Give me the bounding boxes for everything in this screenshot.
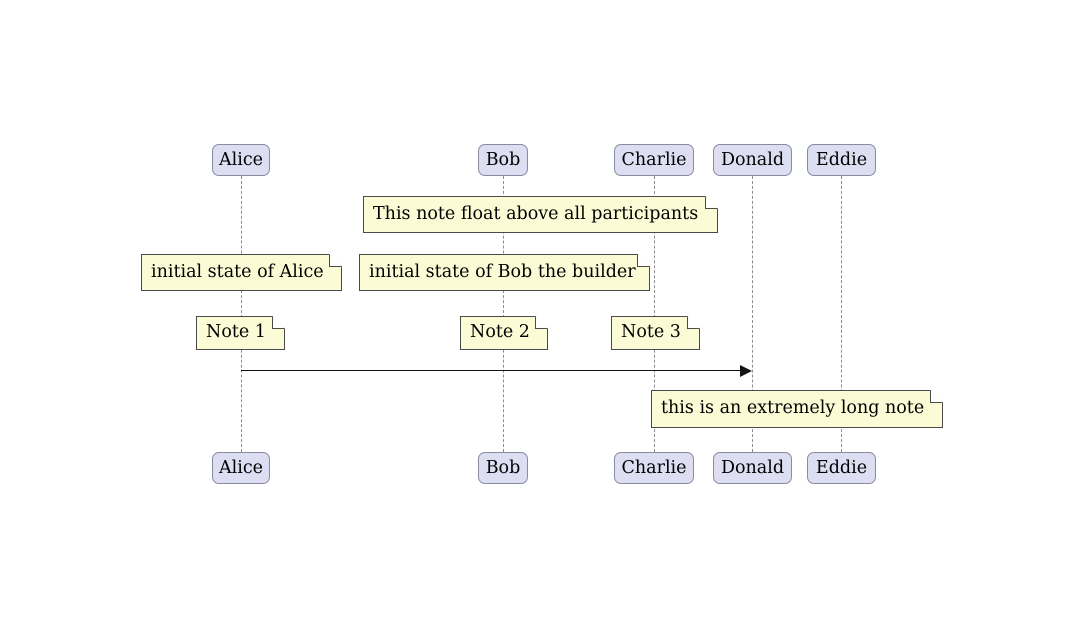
- note-initial-alice[interactable]: initial state of Alice: [141, 253, 343, 291]
- lifeline-donald: [752, 176, 753, 452]
- participant-eddie-bottom[interactable]: Eddie: [807, 452, 876, 484]
- participant-label: Donald: [720, 458, 785, 478]
- participant-label: Charlie: [621, 458, 687, 478]
- participant-label: Bob: [485, 150, 521, 170]
- participant-charlie-top[interactable]: Charlie: [614, 144, 694, 176]
- participant-alice-bottom[interactable]: Alice: [212, 452, 270, 484]
- lifeline-eddie: [841, 176, 842, 452]
- participant-label: Donald: [720, 150, 785, 170]
- participant-label: Bob: [485, 458, 521, 478]
- participant-label: Eddie: [815, 458, 868, 478]
- note-initial-bob[interactable]: initial state of Bob the builder: [359, 253, 651, 291]
- lifeline-bob: [503, 176, 504, 452]
- participant-bob-bottom[interactable]: Bob: [478, 452, 528, 484]
- participant-eddie-top[interactable]: Eddie: [807, 144, 876, 176]
- note-text: Note 1: [206, 322, 266, 343]
- participant-label: Alice: [219, 458, 263, 478]
- note-text: initial state of Bob the builder: [369, 261, 636, 282]
- participant-bob-top[interactable]: Bob: [478, 144, 528, 176]
- note-1[interactable]: Note 1: [196, 315, 286, 350]
- note-text: Note 3: [621, 322, 681, 343]
- note-text: Note 2: [470, 322, 530, 343]
- participant-label: Charlie: [621, 150, 687, 170]
- note-3[interactable]: Note 3: [611, 315, 701, 350]
- participant-donald-top[interactable]: Donald: [713, 144, 792, 176]
- lifeline-alice: [241, 176, 242, 452]
- lifeline-charlie: [654, 176, 655, 452]
- participant-label: Alice: [219, 150, 263, 170]
- note-float-all[interactable]: This note float above all participants: [363, 195, 719, 233]
- participant-charlie-bottom[interactable]: Charlie: [614, 452, 694, 484]
- note-text: this is an extremely long note: [661, 398, 925, 419]
- note-2[interactable]: Note 2: [460, 315, 549, 350]
- note-text: This note float above all participants: [373, 203, 699, 224]
- participant-label: Eddie: [815, 150, 868, 170]
- participant-donald-bottom[interactable]: Donald: [713, 452, 792, 484]
- message-line-alice-to-donald[interactable]: [241, 370, 740, 371]
- note-long[interactable]: this is an extremely long note: [651, 389, 944, 428]
- message-arrowhead: [740, 365, 752, 377]
- note-text: initial state of Alice: [151, 261, 324, 282]
- participant-alice-top[interactable]: Alice: [212, 144, 270, 176]
